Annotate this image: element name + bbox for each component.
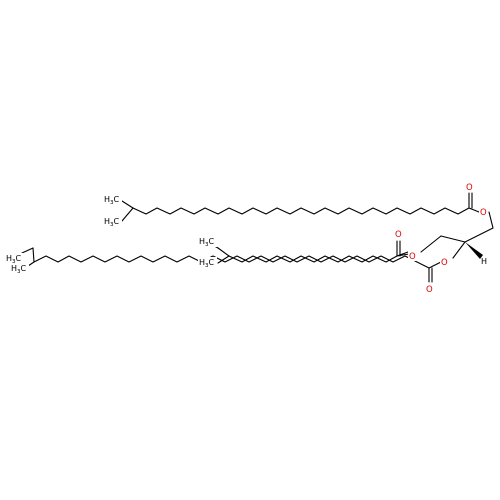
oxygen-middle-ester: O [409, 252, 416, 262]
ester-bottom-c-o [428, 261, 442, 269]
chain-middle [228, 251, 409, 263]
methyl-label-bottom-lower: H3C [10, 263, 29, 275]
methyl-label-top-lower: H3C [103, 216, 122, 228]
glycerol-c3-o2 [420, 235, 442, 253]
hydrogen-label: H [481, 257, 487, 266]
branch-bottom-ethyl [32, 247, 35, 263]
glycerol-o1-c1 [488, 211, 494, 229]
glycerol-c2-o3 [452, 241, 466, 259]
glycerol-c2-c3 [440, 235, 466, 243]
oxygen-bottom-carbonyl: O [426, 285, 433, 295]
ester-middle-c-o [396, 253, 410, 257]
svg-text:H3C: H3C [6, 254, 22, 265]
oxygen-bottom-ester-bg [440, 256, 449, 267]
oxygen-middle-carbonyl: O [395, 230, 402, 240]
branch-middle-ethyl [217, 247, 230, 257]
branch-top-methyl-lower [121, 207, 134, 222]
oxygen-top-ester: O [480, 208, 487, 218]
branch-bottom-ethyl-end [21, 247, 34, 254]
ester-top-c-o [468, 207, 480, 213]
oxygen-bottom-ester: O [441, 258, 448, 268]
svg-text:H3C: H3C [199, 237, 215, 248]
branch-middle-methyl [217, 255, 230, 264]
chain-top [132, 207, 470, 215]
methyl-label-top-upper: H3C [103, 194, 122, 206]
branch-top-methyl-upper [121, 200, 134, 209]
methyl-label-bottom-upper: H3C [5, 253, 24, 265]
svg-text:H3C: H3C [104, 217, 120, 228]
svg-text:H3C: H3C [11, 264, 27, 275]
stereo-wedge [465, 242, 483, 259]
chain-bottom [33, 255, 430, 269]
oxygen-top-carbonyl-bg [465, 181, 474, 192]
oxygen-bottom-carbonyl-bg [425, 283, 434, 294]
oxygen-middle-carbonyl-bg [394, 228, 403, 239]
oxygen-top-carbonyl: O [466, 183, 473, 193]
glycerol-c1-c2 [464, 227, 494, 243]
svg-text:H3C: H3C [199, 258, 215, 269]
svg-text:H3C: H3C [104, 195, 120, 206]
oxygen-middle-ester-bg [408, 250, 417, 261]
methyl-label-middle-upper: H3C [198, 236, 217, 248]
methyl-label-middle-lower: H3C [198, 257, 217, 269]
oxygen-top-ester-bg [479, 206, 488, 217]
